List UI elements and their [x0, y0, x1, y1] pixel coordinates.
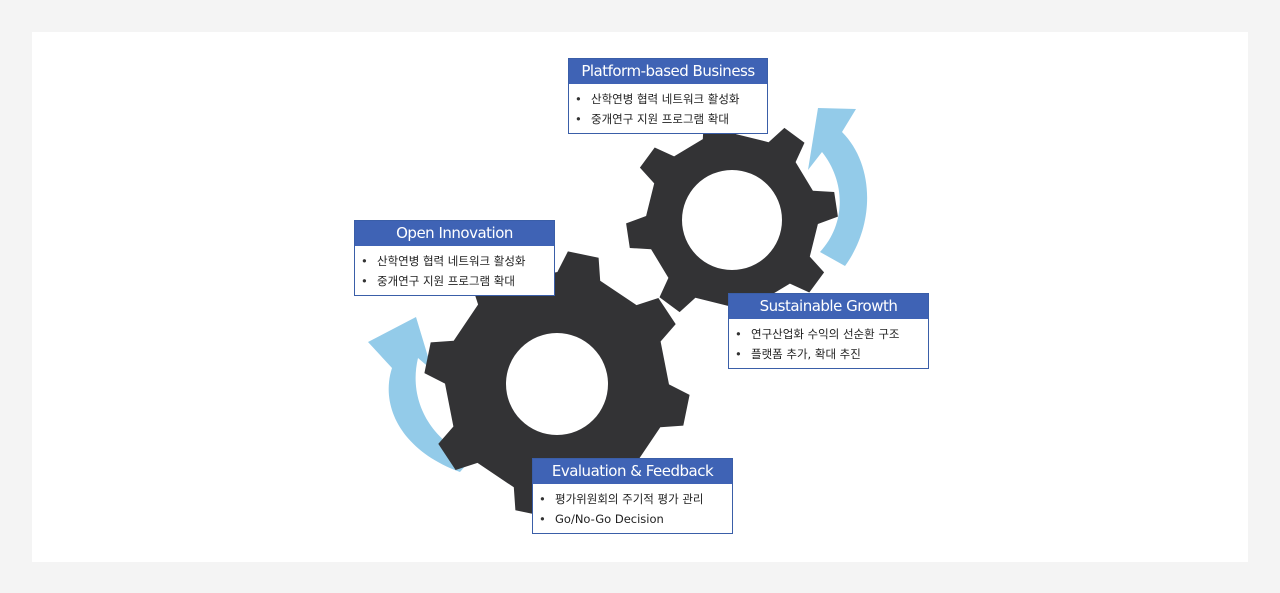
curved-arrow-up-icon [368, 317, 472, 472]
list-item: 중개연구 지원 프로그램 확대 [575, 109, 761, 129]
card-bullet-list: 산학연병 협력 네트워크 활성화 중개연구 지원 프로그램 확대 [569, 84, 767, 133]
card-sustainable-growth: Sustainable Growth 연구산업화 수익의 선순환 구조 플랫폼 … [728, 293, 929, 369]
card-title: Platform-based Business [569, 59, 767, 84]
list-item: 산학연병 협력 네트워크 활성화 [361, 251, 548, 271]
list-item: 플랫폼 추가, 확대 추진 [735, 344, 922, 364]
gear-icon [626, 114, 838, 326]
card-evaluation-feedback: Evaluation & Feedback 평가위원회의 주기적 평가 관리 G… [532, 458, 733, 534]
gear-icon [424, 251, 690, 517]
curved-arrow-up-icon [808, 108, 868, 266]
card-title: Sustainable Growth [729, 294, 928, 319]
list-item: 중개연구 지원 프로그램 확대 [361, 271, 548, 291]
card-platform-based-business: Platform-based Business 산학연병 협력 네트워크 활성화… [568, 58, 768, 134]
card-bullet-list: 산학연병 협력 네트워크 활성화 중개연구 지원 프로그램 확대 [355, 246, 554, 295]
card-title: Evaluation & Feedback [533, 459, 732, 484]
card-open-innovation: Open Innovation 산학연병 협력 네트워크 활성화 중개연구 지원… [354, 220, 555, 296]
card-title: Open Innovation [355, 221, 554, 246]
card-bullet-list: 연구산업화 수익의 선순환 구조 플랫폼 추가, 확대 추진 [729, 319, 928, 368]
card-bullet-list: 평가위원회의 주기적 평가 관리 Go/No-Go Decision [533, 484, 732, 533]
list-item: 산학연병 협력 네트워크 활성화 [575, 89, 761, 109]
list-item: Go/No-Go Decision [539, 509, 726, 529]
list-item: 연구산업화 수익의 선순환 구조 [735, 324, 922, 344]
list-item: 평가위원회의 주기적 평가 관리 [539, 489, 726, 509]
